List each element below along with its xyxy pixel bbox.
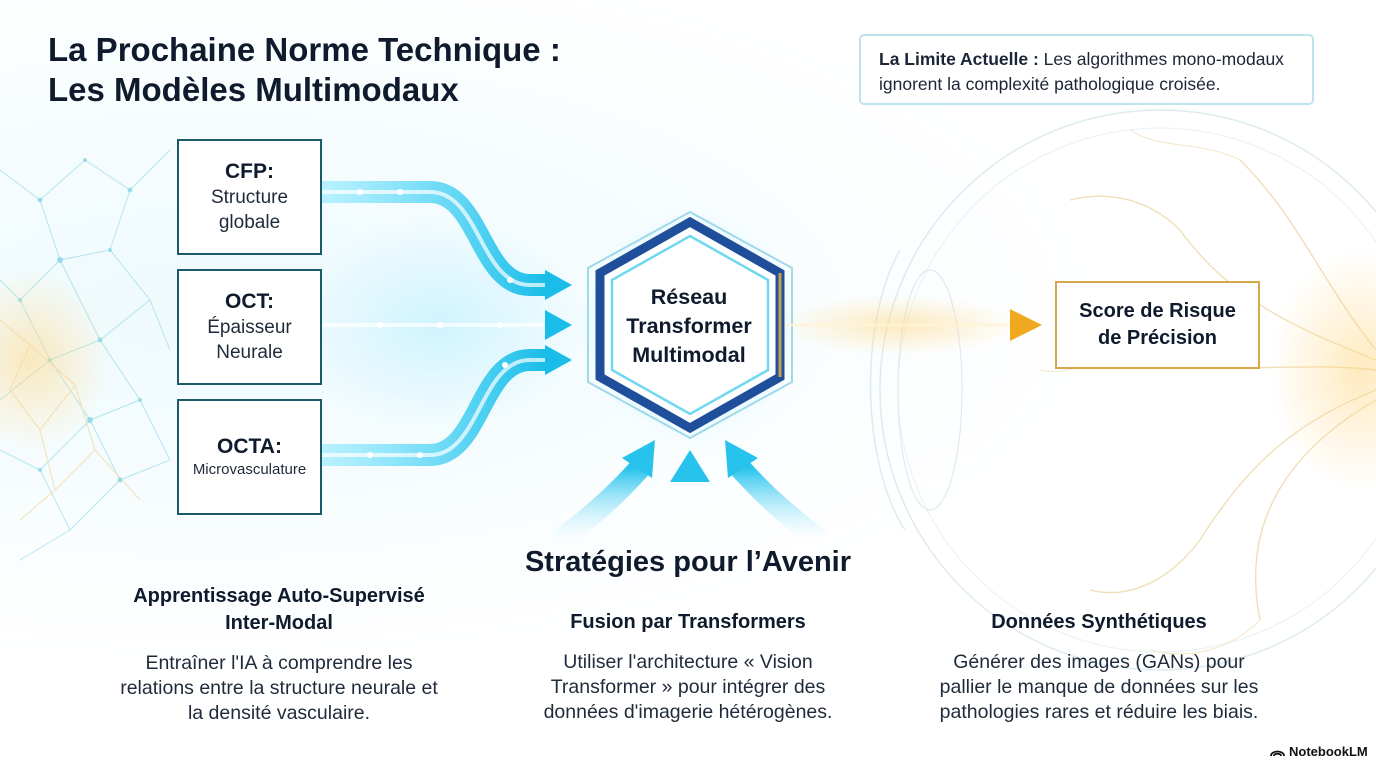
strategy-text-2: Transformer » pour intégrer des [550, 676, 826, 698]
strategy-text-1: Entraîner l'IA à comprendre les [145, 652, 413, 674]
strategy-text-1: Générer des images (GANs) pour [953, 651, 1245, 673]
notebooklm-watermark: NotebookLM [1270, 744, 1368, 759]
brand-name: NotebookLM [1289, 744, 1368, 759]
strategies-title: Stratégies pour l’Avenir [524, 546, 852, 578]
title-line-1: La Prochaine Norme Technique : [48, 31, 561, 68]
modality-desc-1: Microvasculature [192, 461, 307, 478]
strategy-text-2: pallier le manque de données sur les [939, 676, 1259, 698]
strategy-text-2: relations entre la structure neurale et [120, 677, 438, 699]
strategy-self-supervised: Apprentissage Auto-Supervisé Inter-Modal… [100, 583, 458, 726]
hexagon-hub [580, 205, 800, 445]
modality-box-cfp: CFP: Structure globale [177, 139, 322, 255]
modality-desc-2: globale [218, 212, 281, 233]
modality-name: CFP: [225, 160, 274, 183]
output-arrow [780, 295, 1042, 355]
strategy-synthetic-data: Données Synthétiques Générer des images … [910, 609, 1288, 725]
output-score-box: Score de Risque de Précision [1055, 281, 1260, 369]
strategy-title-1: Fusion par Transformers [570, 611, 806, 633]
input-arrows [290, 181, 590, 466]
left-glow [0, 270, 110, 450]
modality-desc-1: Épaisseur [207, 317, 292, 338]
limit-label: La Limite Actuelle : [879, 49, 1039, 69]
optic-disc-glow [1270, 250, 1376, 490]
modality-box-oct: OCT: Épaisseur Neurale [177, 269, 322, 385]
modality-box-octa: OCTA: Microvasculature [177, 399, 322, 515]
hub-label: Réseau Transformer Multimodal [598, 283, 780, 370]
notebooklm-logo-icon [1270, 750, 1285, 757]
page-title: La Prochaine Norme Technique : Les Modèl… [48, 30, 561, 110]
strategy-text-3: pathologies rares et réduire les biais. [939, 701, 1259, 723]
title-line-2: Les Modèles Multimodaux [48, 71, 459, 108]
strategy-text-3: données d'imagerie hétérogènes. [543, 701, 833, 723]
hub-line-2: Transformer [626, 314, 752, 338]
output-line-2: de Précision [1098, 327, 1217, 349]
output-line-1: Score de Risque [1079, 300, 1236, 322]
strategy-title-2: Inter-Modal [225, 612, 333, 634]
modality-name: OCT: [225, 290, 274, 313]
strategy-title-1: Données Synthétiques [991, 611, 1207, 633]
modality-desc-1: Structure [210, 187, 289, 208]
strategy-title-1: Apprentissage Auto-Supervisé [133, 585, 425, 607]
strategy-text-1: Utiliser l'architecture « Vision [563, 651, 813, 673]
strategy-arrows [553, 440, 827, 549]
modality-name: OCTA: [217, 435, 282, 458]
modality-desc-2: Neurale [216, 342, 283, 363]
limit-text: Les algorithmes mono-modaux ignorent la … [879, 49, 1284, 94]
hub-line-3: Multimodal [632, 343, 746, 367]
hub-line-1: Réseau [650, 285, 728, 309]
strategy-text-3: la densité vasculaire. [187, 702, 371, 724]
strategy-transformer-fusion: Fusion par Transformers Utiliser l'archi… [508, 609, 868, 725]
current-limit-callout: La Limite Actuelle : Les algorithmes mon… [859, 34, 1314, 105]
